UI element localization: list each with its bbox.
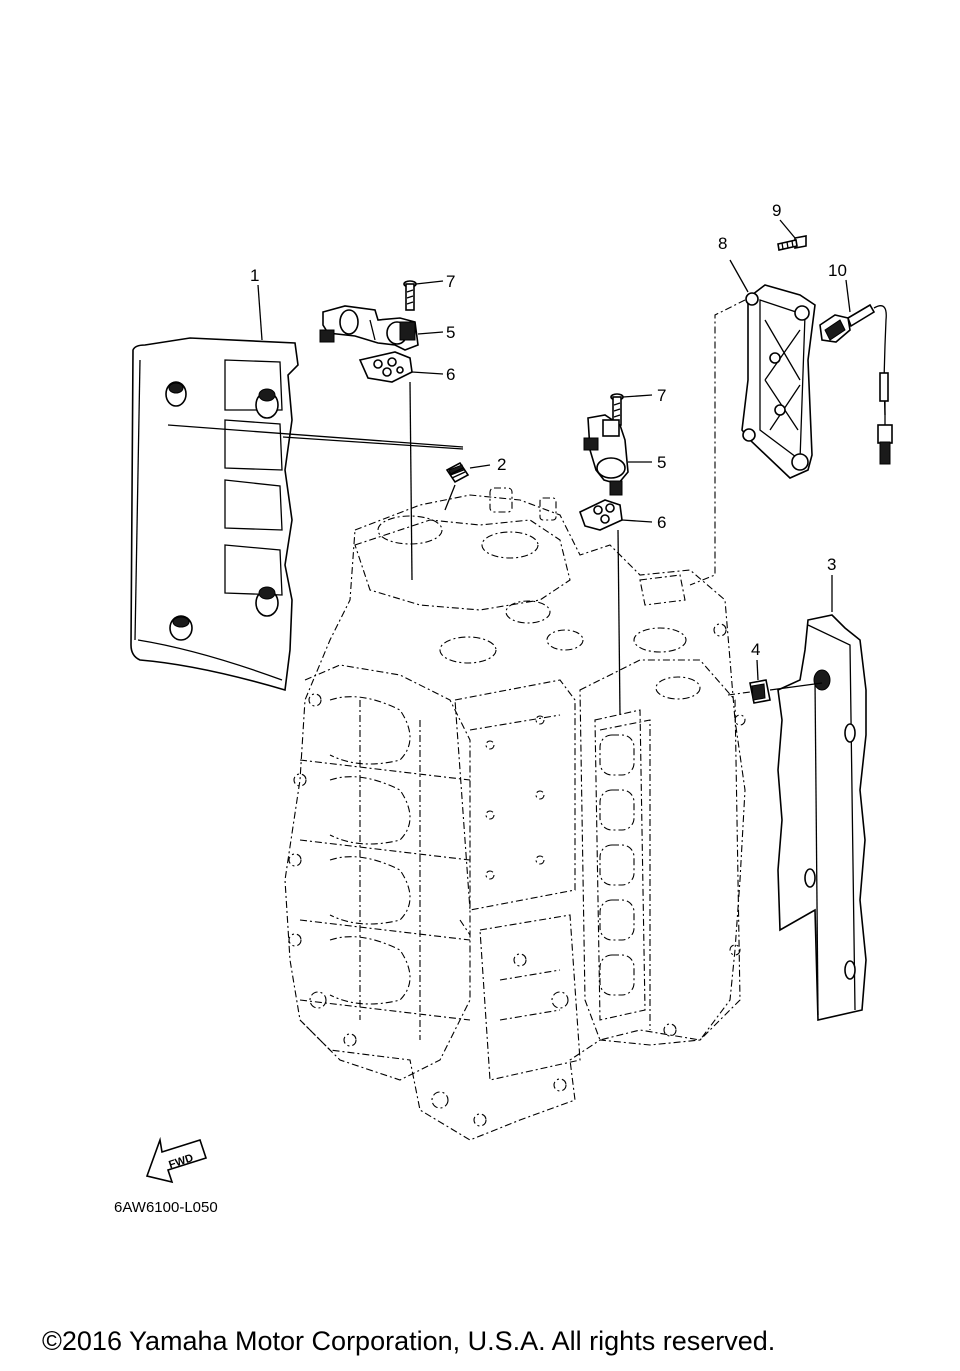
callout-labels: 1 2 3 4 5 5 6 6 7 7 8 9 10	[250, 201, 847, 659]
part-2-grommet	[444, 461, 491, 511]
callout-8: 8	[718, 234, 727, 253]
callout-2: 2	[497, 455, 506, 474]
callout-6-upper: 6	[446, 365, 455, 384]
part-4-grommet	[727, 659, 823, 704]
callout-5-upper: 5	[446, 323, 455, 342]
callout-10: 10	[828, 261, 847, 280]
ocv-assembly-lower	[579, 393, 653, 716]
part-9-bolt	[777, 219, 807, 251]
callout-5-lower: 5	[657, 453, 666, 472]
ocv-assembly-upper	[319, 280, 444, 581]
part-10-knock-sensor	[819, 279, 893, 465]
part-3-cylinder-cover-right	[777, 575, 867, 1021]
callout-1: 1	[250, 266, 259, 285]
callout-7-upper: 7	[446, 272, 455, 291]
part-1-cylinder-cover-left	[130, 284, 464, 692]
cylinder-block	[284, 487, 746, 1141]
part-8-bracket	[689, 259, 816, 586]
callout-9: 9	[772, 201, 781, 220]
copyright-notice: ©2016 Yamaha Motor Corporation, U.S.A. A…	[42, 1326, 775, 1356]
callout-3: 3	[827, 555, 836, 574]
callout-6-lower: 6	[657, 513, 666, 532]
callout-7-lower: 7	[657, 386, 666, 405]
fwd-arrow-icon: FWD	[145, 1136, 208, 1184]
diagram-code: 6AW6100-L050	[114, 1199, 218, 1216]
callout-4: 4	[751, 640, 760, 659]
